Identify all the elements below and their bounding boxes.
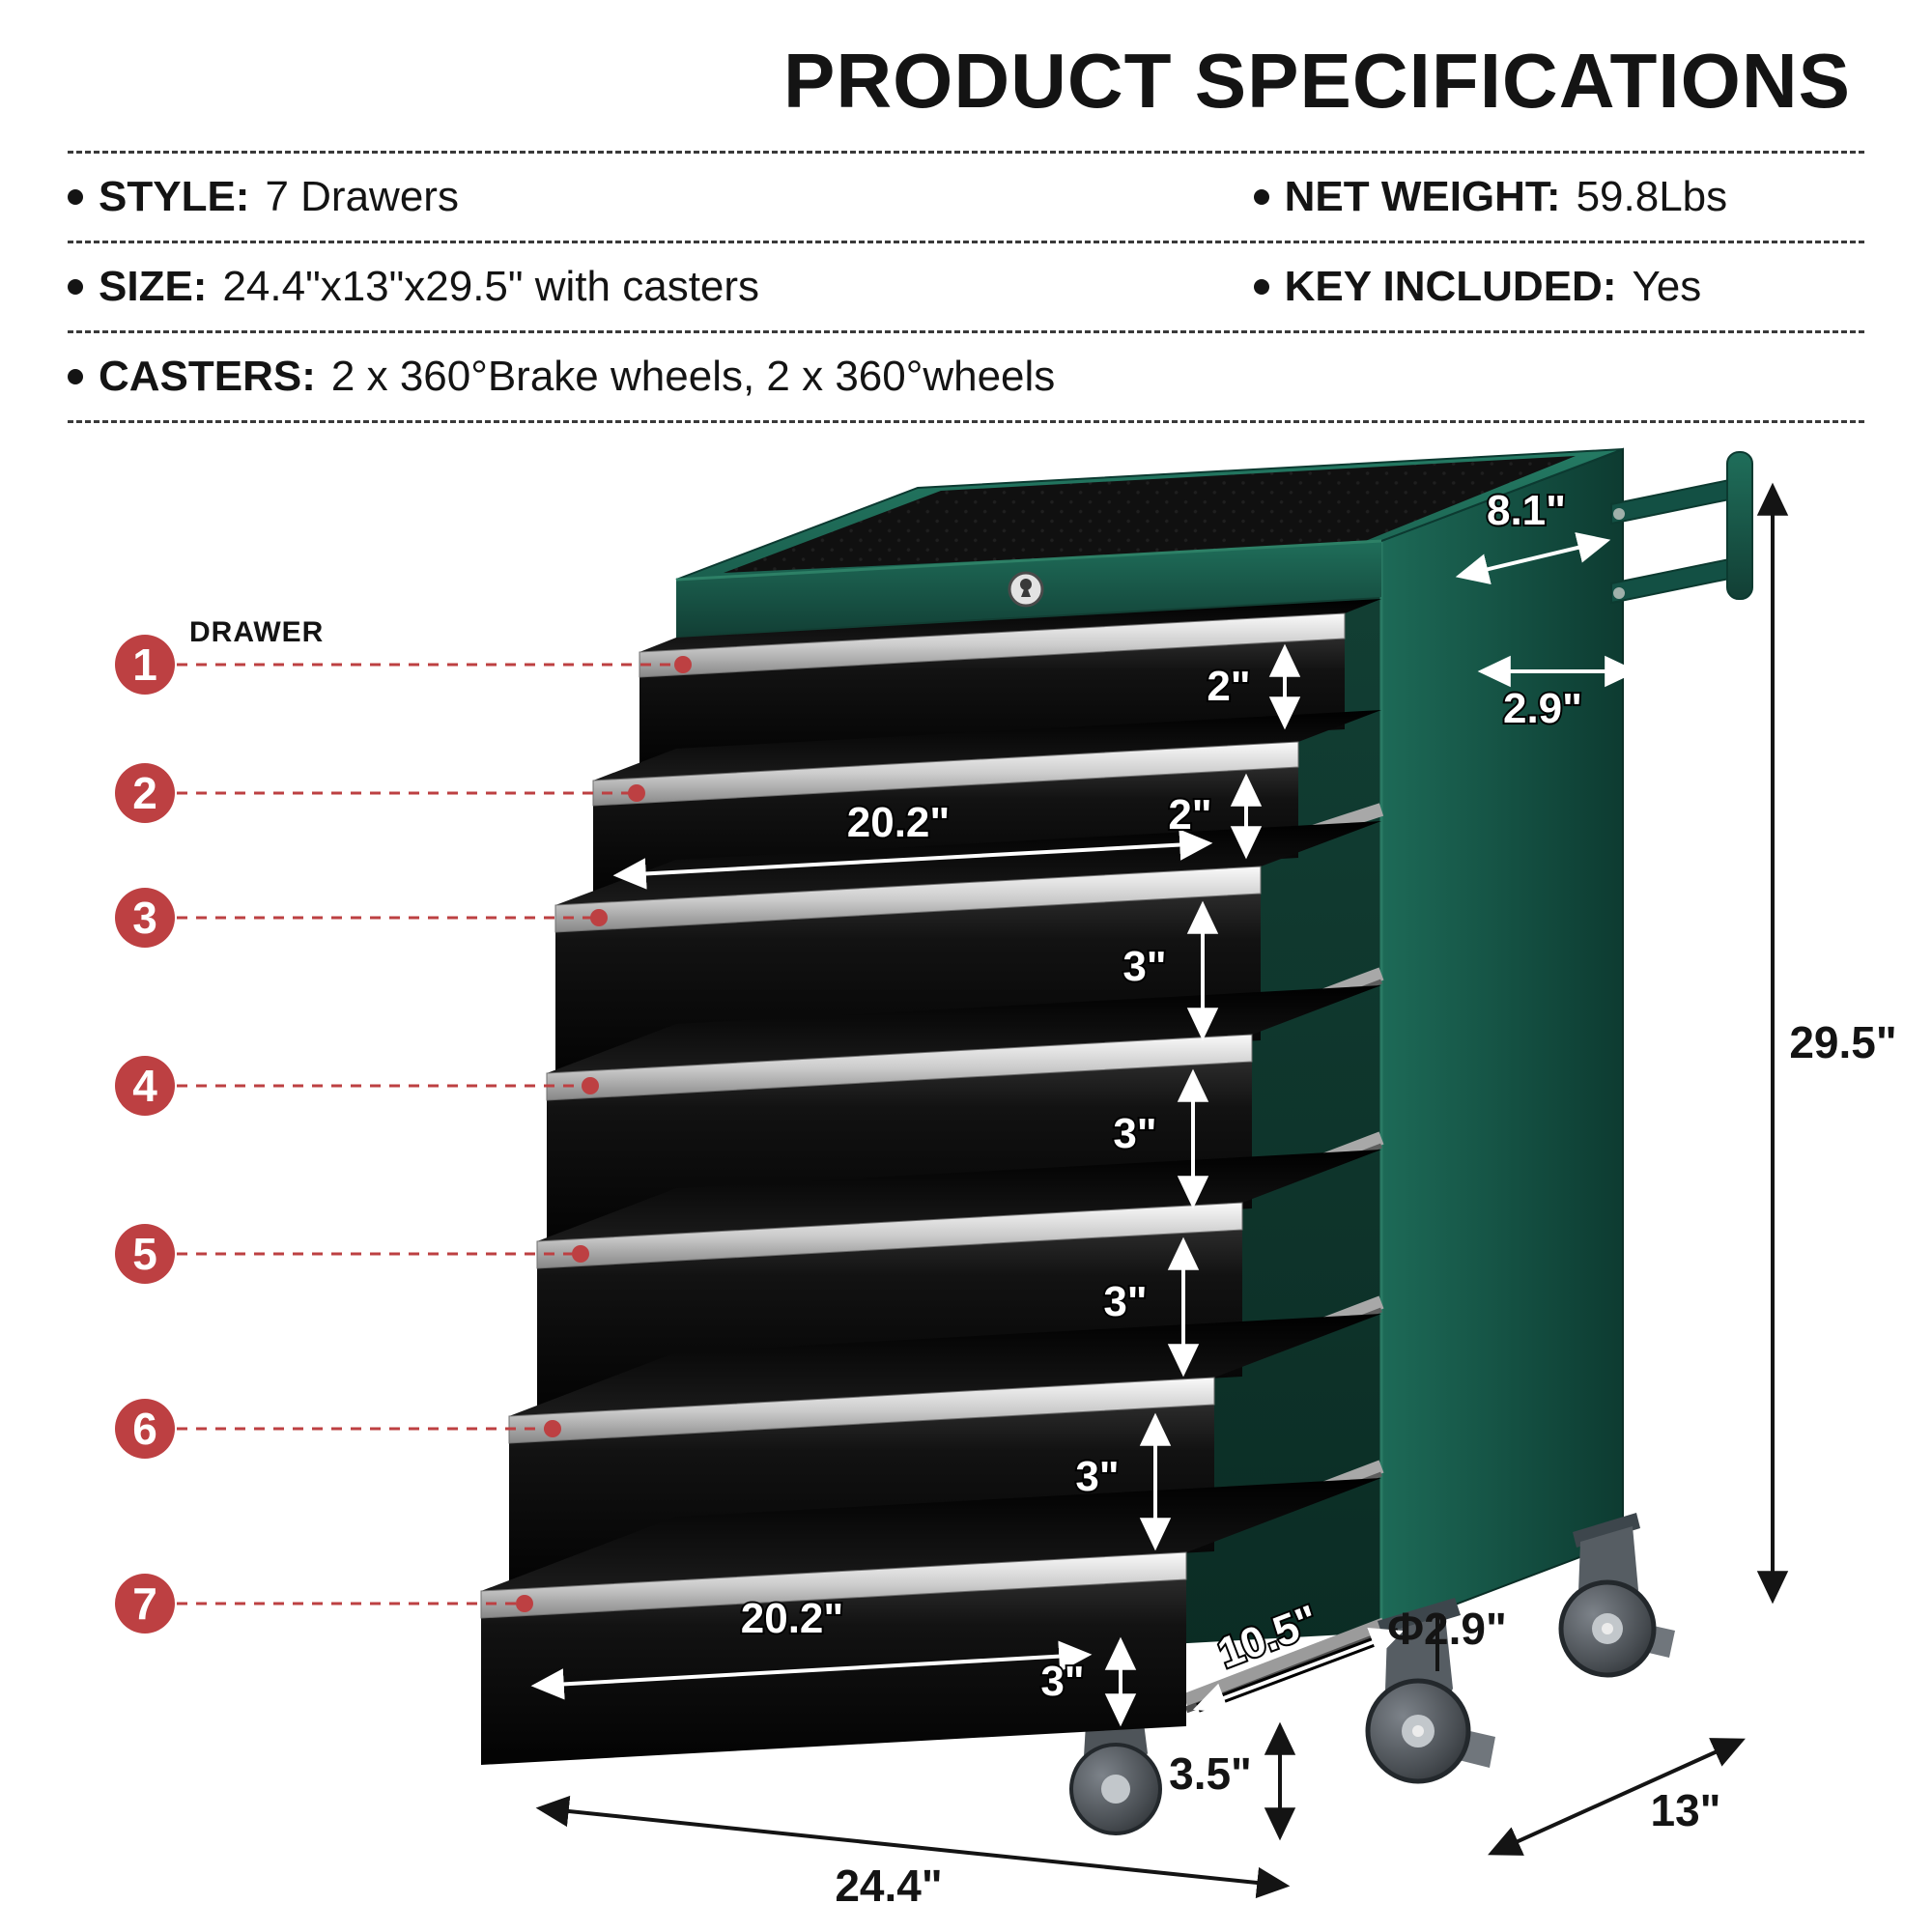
callout-circle-7 [115,1574,175,1634]
callout-circle-6 [115,1399,175,1459]
dim-cabinet-depth: 13" [1651,1785,1721,1835]
drawer-rail [536,1202,1243,1269]
dim-arrow-cabinet-depth [1488,1738,1746,1856]
dim-drawer6-height: 3" [1075,1453,1119,1500]
drawer-rail [546,1034,1253,1101]
dim-arrow-drawer2-width [612,829,1213,890]
dim-drawer4-height: 3" [1113,1110,1156,1157]
callout-number-5: 5 [132,1229,157,1279]
dim-drawer3-height: 3" [1122,943,1166,990]
spec-row-2: SIZE: 24.4"x13"x29.5" with casters KEY I… [68,243,1864,330]
top-rail-highlight [675,539,1382,582]
spec-value: Yes [1632,263,1702,310]
dim-caster-diameter: Φ2.9" [1387,1604,1507,1654]
page-title: PRODUCT SPECIFICATIONS [782,38,1851,124]
dim-cabinet-height: 29.5" [1789,1017,1896,1067]
callout-circle-3 [115,888,175,948]
dim-arrow-cabinet-width [535,1795,1291,1899]
side-handle [1610,451,1753,605]
dimension-annotations-black: 29.5" Φ2.9" 3.5" 13" 24.4" [535,482,1897,1911]
dim-ground-clearance: 3.5" [1169,1748,1252,1799]
dim-cabinet-width: 24.4" [835,1861,942,1911]
spec-key-included: KEY INCLUDED: Yes [1253,263,1864,311]
callout-circle-2 [115,763,175,823]
cabinet-side-panel [1380,447,1624,1634]
handle-screw-icon [1613,508,1625,520]
divider [68,151,1864,154]
callout-dot-6 [544,1420,561,1437]
spec-casters: CASTERS: 2 x 360°Brake wheels, 2 x 360°w… [68,353,1864,401]
spec-label: KEY INCLUDED: [1284,263,1617,310]
dim-arrow-drawer7-width [530,1640,1093,1700]
dim-drawer5-height: 3" [1103,1278,1147,1325]
dimension-annotations-white: 8.1" 2.9" 2" 20.2" 2" 3" 3" 3" 3" 20.2" … [530,485,1638,1727]
spec-value: 7 Drawers [265,173,459,220]
callout-number-2: 2 [132,768,157,818]
callout-number-4: 4 [132,1061,157,1111]
callout-number-7: 7 [132,1578,157,1629]
dim-arrow-drawer7-pullout [1192,1627,1405,1714]
dim-handle-length: 8.1" [1487,487,1566,534]
callout-circle-4 [115,1056,175,1116]
drawer-rail [592,741,1299,807]
dim-arrow-handle-length [1455,531,1611,585]
bullet-icon [1253,279,1269,295]
dim-drawer2-height: 2" [1168,791,1211,838]
spec-header: PRODUCT SPECIFICATIONS STYLE: 7 Drawers … [0,0,1932,423]
keyhole-lock-icon [1008,571,1044,608]
bullet-icon [1253,189,1269,205]
callout-dot-3 [590,909,608,926]
spec-label: CASTERS: [99,353,316,400]
dim-drawer1-height: 2" [1207,663,1250,710]
callout-number-3: 3 [132,893,157,943]
drawer-label: DRAWER [189,616,324,648]
handle-screw-icon [1613,587,1625,599]
divider [68,420,1864,423]
drawer-callouts: DRAWER 1 2 3 4 5 6 [115,616,692,1634]
spec-value: 24.4"x13"x29.5" with casters [222,263,760,310]
callout-circle-5 [115,1224,175,1284]
drawer-cavity [547,985,1381,1073]
callout-dot-1 [674,656,692,673]
dim-drawer7-width: 20.2" [741,1595,844,1642]
callout-number-1: 1 [132,639,157,690]
drawer-rail [508,1377,1215,1444]
drawer-cavity [639,599,1381,652]
drawer-cavity [537,1150,1381,1241]
caster-back-right [1558,1513,1675,1678]
callout-dot-2 [628,784,645,802]
drawer-cavity [593,710,1381,781]
spec-value: 2 x 360°Brake wheels, 2 x 360°wheels [330,353,1056,400]
spec-style: STYLE: 7 Drawers [68,173,1254,221]
divider [68,330,1864,333]
drawer-rail [639,612,1346,678]
callout-circle-1 [115,635,175,695]
spec-label: SIZE: [99,263,208,310]
bullet-icon [68,279,83,295]
spec-row-1: STYLE: 7 Drawers NET WEIGHT: 59.8Lbs [68,154,1864,241]
spec-row-3: CASTERS: 2 x 360°Brake wheels, 2 x 360°w… [68,333,1864,420]
callout-dot-4 [582,1077,599,1094]
drawer-cavity [509,1314,1381,1416]
drawer-rail [480,1551,1187,1619]
spec-net-weight: NET WEIGHT: 59.8Lbs [1253,173,1864,221]
bullet-icon [68,369,83,384]
divider [68,241,1864,243]
callout-dot-5 [572,1245,589,1263]
dim-handle-depth: 2.9" [1503,685,1582,732]
bullet-icon [68,189,83,205]
spec-label: NET WEIGHT: [1284,173,1561,220]
callout-number-6: 6 [132,1404,157,1454]
callout-dot-7 [516,1595,533,1612]
spec-size: SIZE: 24.4"x13"x29.5" with casters [68,263,1254,311]
spec-value: 59.8Lbs [1576,173,1728,220]
cabinet-top-mat [724,456,1576,573]
dim-drawer7-height: 3" [1040,1658,1084,1705]
spec-label: STYLE: [99,173,250,220]
dim-drawer2-width: 20.2" [847,799,951,846]
